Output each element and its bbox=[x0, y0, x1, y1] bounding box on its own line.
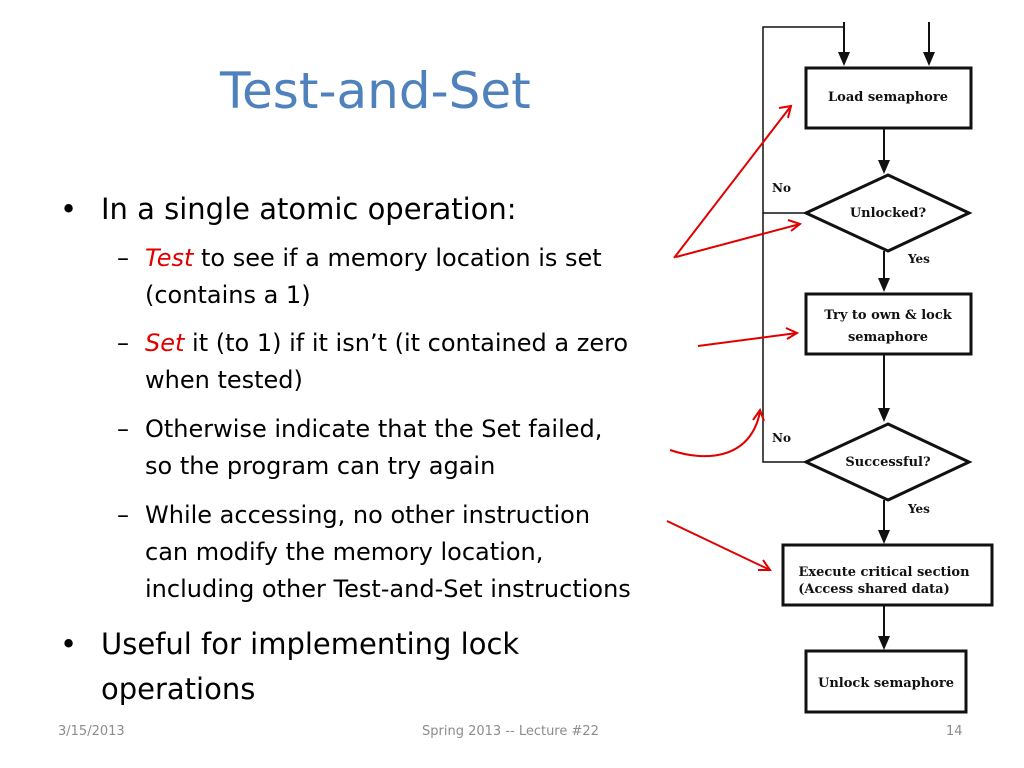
dash: – bbox=[117, 244, 129, 272]
sub-3-line-1: Otherwise indicate that the Set failed, bbox=[145, 415, 603, 443]
arrow-head bbox=[778, 104, 793, 119]
arrow-head bbox=[878, 160, 890, 174]
annotation-arrows bbox=[666, 104, 803, 571]
slide-title: Test-and-Set bbox=[220, 62, 531, 120]
no-label-1: No bbox=[772, 181, 791, 195]
sub-1-line-2: (contains a 1) bbox=[145, 281, 311, 309]
arrow-head bbox=[787, 219, 803, 232]
set-emphasis: Set bbox=[145, 329, 185, 357]
unlock-semaphore-label: Unlock semaphore bbox=[818, 676, 954, 691]
no-loop-line-2 bbox=[762, 213, 806, 463]
execute-line-1: Execute critical section bbox=[798, 565, 970, 580]
try-lock-box bbox=[804, 292, 973, 356]
load-semaphore-label: Load semaphore bbox=[828, 90, 948, 105]
unlock-semaphore-box bbox=[804, 649, 968, 714]
unlocked-decision bbox=[802, 173, 973, 253]
bullet-2-line-2: operations bbox=[101, 672, 256, 706]
arrow-head bbox=[758, 559, 772, 571]
bullet-dot: • bbox=[60, 192, 78, 226]
arrow-head bbox=[878, 636, 890, 650]
arrow-head bbox=[838, 52, 850, 66]
bullet-1-text: In a single atomic operation: bbox=[101, 192, 517, 226]
sub-2-line-1: Set it (to 1) if it isn’t (it contained … bbox=[145, 329, 629, 357]
red-arrow-test-to-unlocked bbox=[675, 223, 801, 258]
successful-label: Successful? bbox=[845, 455, 931, 470]
sub-2-line-2: when tested) bbox=[145, 366, 303, 394]
successful-decision bbox=[802, 422, 973, 502]
footer-page-number: 14 bbox=[946, 724, 963, 739]
arrow-head bbox=[923, 52, 935, 66]
dash: – bbox=[117, 329, 129, 357]
yes-label-2: Yes bbox=[907, 502, 930, 516]
footer-center: Spring 2013 -- Lecture #22 bbox=[422, 724, 599, 739]
dash: – bbox=[117, 501, 129, 529]
sub-1-line-1: Test to see if a memory location is set bbox=[145, 244, 602, 272]
arrow-head bbox=[752, 407, 765, 422]
bullet-dot: • bbox=[60, 627, 78, 661]
dash: – bbox=[117, 415, 129, 443]
arrow-head bbox=[878, 278, 890, 292]
footer-date: 3/15/2013 bbox=[58, 724, 125, 739]
red-arrow-set-to-try bbox=[697, 332, 798, 347]
arrow-head bbox=[878, 530, 890, 544]
execute-critical-box bbox=[781, 543, 994, 607]
red-arrow-fail-to-loop bbox=[669, 411, 761, 458]
execute-line-2: (Access shared data) bbox=[798, 582, 950, 597]
test-emphasis: Test bbox=[145, 244, 194, 272]
no-loop-line-1 bbox=[762, 26, 844, 214]
no-label-2: No bbox=[772, 431, 791, 445]
bullet-2-line-1: Useful for implementing lock bbox=[101, 627, 520, 661]
yes-label-1: Yes bbox=[907, 252, 930, 266]
red-arrow-access-to-execute bbox=[666, 520, 771, 571]
red-arrow-test-to-load bbox=[673, 105, 792, 259]
try-lock-line-1: Try to own & lock bbox=[824, 308, 952, 323]
sub-4-line-2: can modify the memory location, bbox=[145, 538, 544, 566]
unlocked-label: Unlocked? bbox=[850, 206, 927, 221]
arrow-head bbox=[785, 327, 800, 340]
sub-4-line-1: While accessing, no other instruction bbox=[145, 501, 591, 529]
sub-3-line-2: so the program can try again bbox=[145, 452, 496, 480]
sub-4-line-3: including other Test-and-Set instruction… bbox=[145, 575, 631, 603]
load-semaphore-box bbox=[804, 66, 973, 130]
try-lock-line-2: semaphore bbox=[848, 330, 928, 345]
arrow-head bbox=[878, 408, 890, 422]
